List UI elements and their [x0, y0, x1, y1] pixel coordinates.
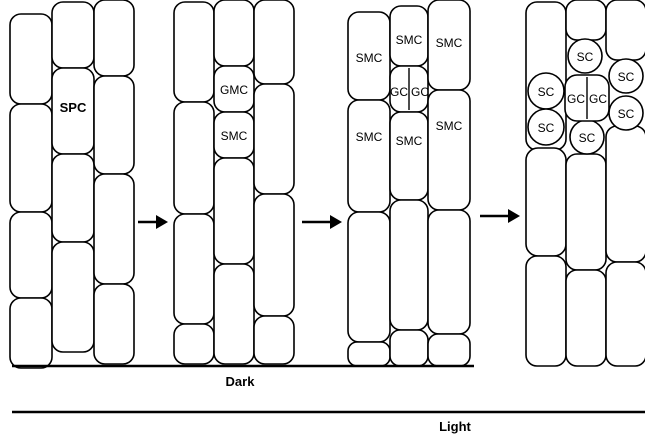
pavement-cell [566, 270, 606, 366]
pavement-cell [254, 0, 294, 84]
pavement-cell [606, 0, 645, 60]
cell-label-sc: SC [618, 107, 635, 121]
pavement-cell [566, 154, 606, 270]
pavement-cell [94, 174, 134, 284]
pavement-cell [52, 242, 94, 352]
cell-label-sc: SC [538, 121, 555, 135]
pavement-cell [52, 154, 94, 242]
pavement-cell [390, 330, 428, 366]
pavement-cell [94, 0, 134, 76]
cell-label-sc: SC [577, 50, 594, 64]
dark-period-label: Dark [226, 374, 256, 389]
cell-label-smc: SMC [396, 134, 423, 148]
cell-label-gc-left: GC [390, 85, 408, 99]
pavement-cell [428, 210, 470, 334]
pavement-cell [174, 214, 214, 324]
progression-arrow [138, 215, 168, 229]
pavement-cell [254, 316, 294, 364]
stage-2: GMC SMC [174, 0, 294, 364]
cell-label-spc: SPC [60, 100, 87, 115]
pavement-cell [52, 2, 94, 68]
cell-label-smc: SMC [396, 33, 423, 47]
cell-label-smc: SMC [221, 129, 248, 143]
pavement-cell [606, 262, 645, 366]
pavement-cell [10, 104, 52, 212]
pavement-cell [174, 324, 214, 364]
cell-label-smc: SMC [356, 130, 383, 144]
stage-4: SC SC SC SC SC SC GC GC [526, 0, 645, 366]
stomatal-meristemoid-cell [428, 90, 470, 210]
pavement-cell [94, 284, 134, 364]
cell-label-smc: SMC [356, 51, 383, 65]
pavement-cell [606, 126, 645, 262]
pavement-cell [390, 200, 428, 330]
cell-label-gc-right: GC [411, 85, 429, 99]
progression-arrow [302, 215, 342, 229]
cell-label-gmc: GMC [220, 83, 248, 97]
pavement-cell [214, 0, 254, 66]
cell-label-sc: SC [579, 131, 596, 145]
pavement-cell [214, 158, 254, 264]
stage-3: SMC SMC SMC GC GC SMC SMC SMC [348, 0, 470, 366]
stomatal-meristemoid-cell [390, 112, 428, 200]
pavement-cell [348, 342, 390, 366]
pavement-cell [214, 264, 254, 364]
stomatal-meristemoid-cell [348, 100, 390, 212]
pavement-cell [254, 84, 294, 194]
pavement-cell [94, 76, 134, 174]
pavement-cell [526, 256, 566, 366]
cell-label-gc-left: GC [567, 92, 585, 106]
cell-label-sc: SC [538, 85, 555, 99]
pavement-cell [10, 14, 52, 104]
pavement-cell [10, 298, 52, 368]
cell-label-sc: SC [618, 70, 635, 84]
pavement-cell [526, 148, 566, 256]
cell-label-gc-right: GC [589, 92, 607, 106]
pavement-cell [348, 212, 390, 342]
pavement-cell [10, 212, 52, 298]
pavement-cell [174, 2, 214, 102]
pavement-cell [428, 334, 470, 366]
light-period-label: Light [439, 419, 471, 434]
cell-label-smc: SMC [436, 36, 463, 50]
pavement-cell [174, 102, 214, 214]
stage-1: SPC [10, 0, 134, 368]
progression-arrow [480, 209, 520, 223]
pavement-cell [566, 0, 606, 40]
cell-label-smc: SMC [436, 119, 463, 133]
pavement-cell [254, 194, 294, 316]
